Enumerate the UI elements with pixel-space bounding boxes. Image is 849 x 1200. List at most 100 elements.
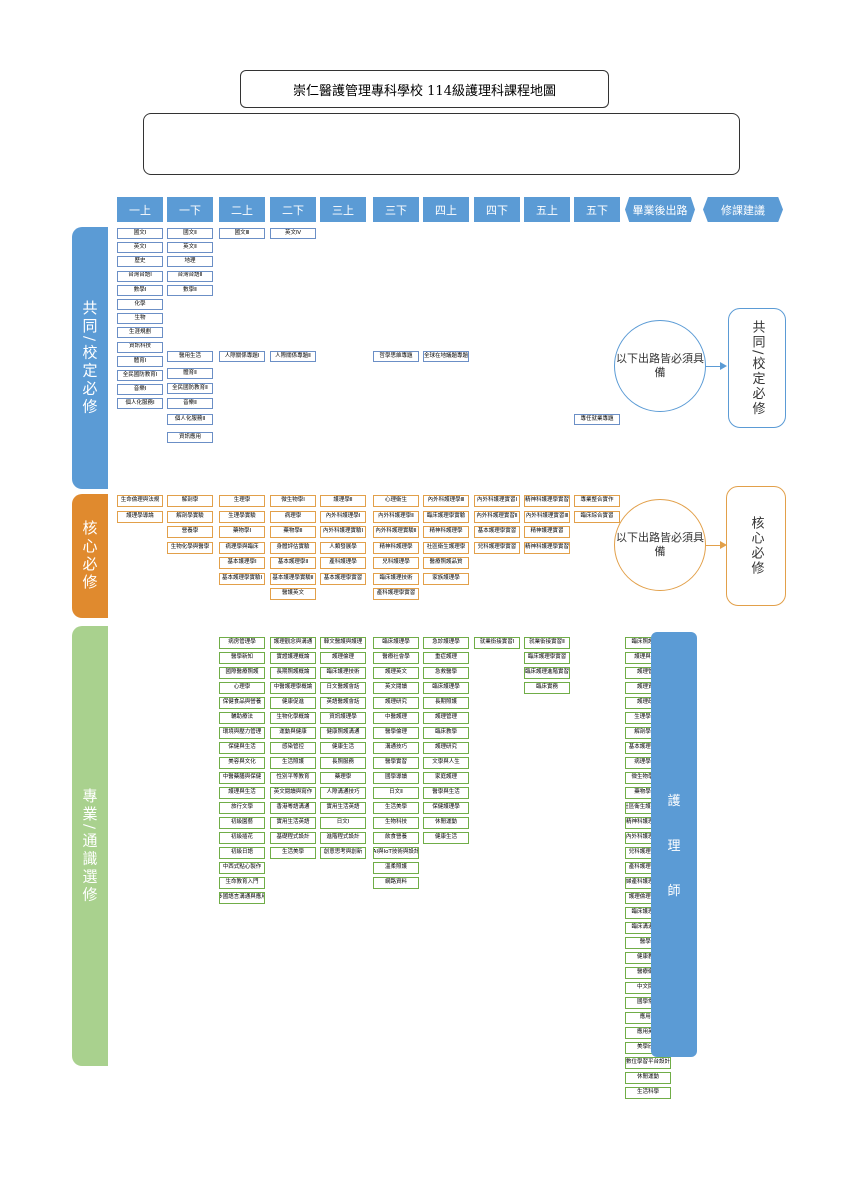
career-char-3: 師 bbox=[667, 884, 681, 899]
course-cell: 病理學與臨床 bbox=[219, 541, 265, 554]
course-cell: 內外科護理學Ⅲ bbox=[423, 495, 469, 507]
course-cell: 營養學 bbox=[167, 526, 213, 538]
course-cell: 專業整合實作 bbox=[574, 495, 620, 507]
course-cell: 基本護理學實驗Ⅰ bbox=[219, 572, 265, 585]
course-cell: 英文閱讀 bbox=[373, 682, 419, 694]
semester-header-0: 一上 bbox=[117, 197, 163, 222]
course-cell: 護理倫理 bbox=[320, 652, 366, 664]
course-cell: 臨床實務 bbox=[524, 682, 570, 694]
course-cell: 醫療照護品質 bbox=[423, 557, 469, 569]
course-cell: 微生物學Ⅰ bbox=[270, 495, 316, 507]
course-cell: 台灣台語Ⅰ bbox=[117, 270, 163, 282]
course-cell: 生命倫理與法規 bbox=[117, 495, 163, 507]
course-cell: 休閒運動 bbox=[625, 1072, 671, 1084]
course-cell: 國文Ⅲ bbox=[219, 228, 265, 239]
course-cell: 護理研究 bbox=[373, 697, 419, 709]
course-cell: 台灣台語Ⅱ bbox=[167, 270, 213, 282]
course-cell: 初級日語 bbox=[219, 847, 265, 859]
course-cell: 兒科護理學實習 bbox=[474, 541, 520, 554]
semester-header-7: 四下 bbox=[474, 197, 520, 222]
course-cell: 內外科護理實習Ⅰ bbox=[474, 495, 520, 507]
course-cell: 護理英文 bbox=[373, 667, 419, 679]
course-cell: 歷史 bbox=[117, 256, 163, 268]
course-cell: 醫用生活 bbox=[167, 351, 213, 362]
course-cell: 醫學實習 bbox=[373, 757, 419, 769]
course-cell: 臨床綜合實習 bbox=[574, 510, 620, 523]
course-cell: 藥物學Ⅱ bbox=[270, 526, 316, 538]
course-cell: 人類發展學 bbox=[320, 541, 366, 554]
course-cell: 解剖學實驗 bbox=[167, 510, 213, 523]
course-cell: 資訊科技 bbox=[117, 341, 163, 353]
course-cell: 中醫護理學概論 bbox=[270, 682, 316, 694]
course-cell: 全球在地議題專題 bbox=[423, 351, 469, 362]
course-cell: 臨床護理進階實習 bbox=[524, 667, 570, 679]
course-cell: 內外科護理實驗Ⅱ bbox=[373, 526, 419, 538]
course-cell: 輔助療法 bbox=[219, 712, 265, 724]
course-cell: 保健護理學 bbox=[423, 802, 469, 814]
course-cell: 香港粵語溝通 bbox=[270, 802, 316, 814]
course-cell: 臨床護理學 bbox=[423, 682, 469, 694]
course-cell: 數位學習平台設計 bbox=[625, 1057, 671, 1069]
course-cell: 個人化服務Ⅱ bbox=[167, 414, 213, 425]
course-cell: 藥物學Ⅰ bbox=[219, 526, 265, 538]
semester-header-5: 三下 bbox=[373, 197, 419, 222]
course-cell: 創意思考與創新 bbox=[320, 847, 366, 859]
course-cell: 英文Ⅳ bbox=[270, 228, 316, 239]
course-cell: 心理衛生 bbox=[373, 495, 419, 507]
course-cell: 地理 bbox=[167, 256, 213, 268]
course-cell: 生物 bbox=[117, 313, 163, 325]
course-cell: 全民國防教育Ⅰ bbox=[117, 370, 163, 381]
course-cell: 醫學新知 bbox=[219, 652, 265, 664]
course-cell: 內外科護理實習Ⅲ bbox=[524, 510, 570, 523]
course-cell: AI與IoT技術與設計 bbox=[373, 847, 419, 859]
course-cell: 運動與健康 bbox=[270, 727, 316, 739]
course-cell: 日文Ⅱ bbox=[373, 787, 419, 799]
course-cell: 身體評估實驗 bbox=[270, 541, 316, 554]
course-cell: 精神科護理學 bbox=[373, 541, 419, 554]
semester-header-6: 四上 bbox=[423, 197, 469, 222]
course-cell: 臨床護理學實驗 bbox=[423, 510, 469, 523]
course-cell: 性別平等教育 bbox=[270, 772, 316, 784]
course-cell: 個人化服務Ⅰ bbox=[117, 398, 163, 410]
course-cell: 精神科護理學實習 bbox=[524, 541, 570, 554]
course-cell: 感染管控 bbox=[270, 742, 316, 754]
course-cell: 基本護理學實習 bbox=[320, 572, 366, 585]
course-cell: 護理觀念與溝通 bbox=[270, 637, 316, 649]
course-cell: 英文Ⅰ bbox=[117, 242, 163, 254]
course-cell: 資訊應用 bbox=[167, 432, 213, 443]
course-cell: 臨床護理學 bbox=[373, 637, 419, 649]
semester-header-1: 一下 bbox=[167, 197, 213, 222]
course-cell: 韓文醫護與護理 bbox=[320, 637, 366, 649]
course-cell: 健康促進 bbox=[270, 697, 316, 709]
career-char-2: 理 bbox=[667, 839, 681, 854]
course-cell: 就業銜接實習Ⅱ bbox=[524, 637, 570, 649]
course-cell: 急救醫學 bbox=[423, 667, 469, 679]
course-cell: 生活科學 bbox=[625, 1087, 671, 1099]
course-cell: 病房管理學 bbox=[219, 637, 265, 649]
course-cell: 基礎程式設計 bbox=[270, 832, 316, 844]
core-required-box: 核心必修 bbox=[726, 486, 786, 606]
semester-header-2: 二上 bbox=[219, 197, 265, 222]
course-cell: 日文Ⅰ bbox=[320, 817, 366, 829]
course-cell: 健康生活 bbox=[423, 832, 469, 844]
course-cell: 人際關係專題Ⅰ bbox=[219, 351, 265, 362]
course-cell: 日文醫護會話 bbox=[320, 682, 366, 694]
course-cell: 精神科護理學實習 bbox=[524, 495, 570, 507]
course-cell: 社區衛生護理學 bbox=[423, 541, 469, 554]
page-title: 崇仁醫護管理專科學校 114級護理科課程地圖 bbox=[240, 70, 609, 108]
course-cell: 英文閱讀與寫作 bbox=[270, 787, 316, 799]
course-cell: 生活照護 bbox=[270, 757, 316, 769]
course-cell: 多國語言溝通與應用 bbox=[219, 892, 265, 904]
course-cell: 兒科護理學 bbox=[373, 557, 419, 569]
course-cell: 臨床護理技術 bbox=[320, 667, 366, 679]
common-required-box: 共同/校定必修 bbox=[728, 308, 786, 428]
course-cell: 網路資料 bbox=[373, 877, 419, 889]
course-cell: 國學導讀 bbox=[373, 772, 419, 784]
course-cell: 生涯規劃 bbox=[117, 327, 163, 339]
course-cell: 內外科護理學Ⅰ bbox=[320, 510, 366, 523]
semester-header-9: 五下 bbox=[574, 197, 620, 222]
course-cell: 飲食營養 bbox=[373, 832, 419, 844]
course-cell: 急診護理學 bbox=[423, 637, 469, 649]
course-cell: 初級插花 bbox=[219, 832, 265, 844]
course-cell: 醫學倫理 bbox=[373, 727, 419, 739]
